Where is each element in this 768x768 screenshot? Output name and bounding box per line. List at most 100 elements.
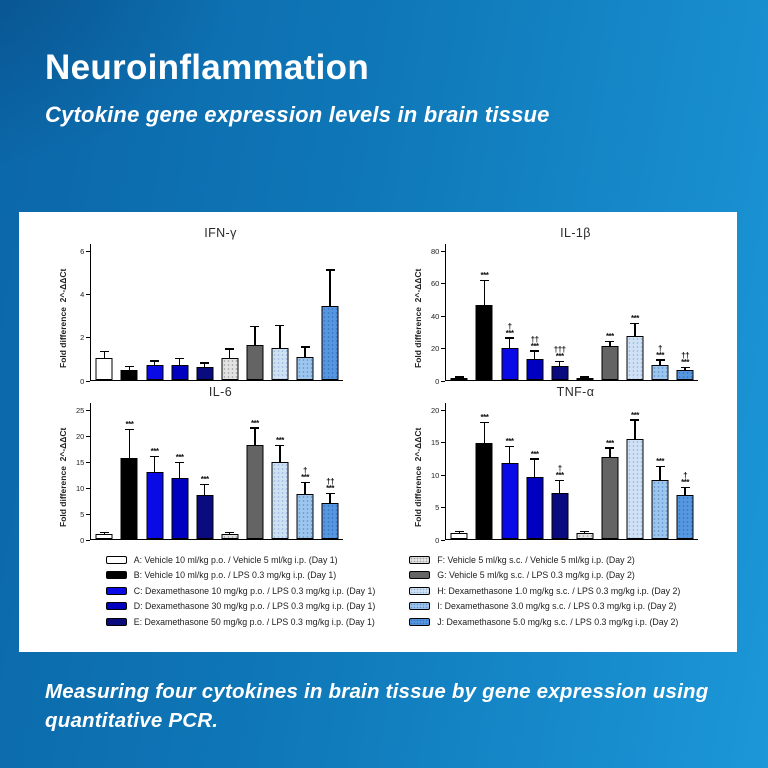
significance-symbol: † xyxy=(658,343,662,353)
error-bar-stem xyxy=(103,351,106,359)
error-bar-stem xyxy=(229,349,231,359)
legend-swatch-G xyxy=(409,571,431,580)
bar-slot-J: †*** xyxy=(673,403,697,539)
y-tick-label: 60 xyxy=(430,279,440,288)
bar-H xyxy=(271,462,289,539)
significance-symbol: † xyxy=(303,466,307,476)
error-bar-stem xyxy=(153,361,156,365)
bar-slot-A xyxy=(447,244,471,380)
legend-item-F: F: Vehicle 5 ml/kg s.c. / Vehicle 5 ml/k… xyxy=(409,552,680,568)
bar-A xyxy=(450,532,468,539)
bar-slot-H xyxy=(268,244,292,380)
legends: A: Vehicle 10 ml/kg p.o. / Vehicle 5 ml/… xyxy=(37,552,719,630)
y-tick-label: 0 xyxy=(435,535,440,545)
significance-I: *** xyxy=(656,457,664,465)
significance-symbol: †† xyxy=(326,477,335,487)
significance-symbol: † xyxy=(507,321,512,331)
error-bar-cap xyxy=(605,447,615,449)
bar-I xyxy=(296,357,314,380)
bar-slot-A xyxy=(92,403,116,539)
significance-G: *** xyxy=(605,331,614,341)
legend-item-C: C: Dexamethasone 10 mg/kg p.o. / LPS 0.3… xyxy=(105,583,375,599)
significance-D: ††*** xyxy=(530,335,539,351)
error-bar-stem xyxy=(684,488,686,496)
caption-text: Measuring four cytokines in brain tissue… xyxy=(45,680,709,732)
significance-symbol: *** xyxy=(605,331,614,341)
legend-item-I: I: Dexamethasone 3.0 mg/kg s.c. / LPS 0.… xyxy=(409,599,680,615)
error-bar-cap xyxy=(250,427,260,429)
legend-item-E: E: Dexamethasone 50 mg/kg p.o. / LPS 0.3… xyxy=(105,614,376,630)
error-bar-stem xyxy=(153,456,156,473)
legend-day2: F: Vehicle 5 ml/kg s.c. / Vehicle 5 ml/k… xyxy=(409,552,680,630)
bar-slot-A xyxy=(92,244,116,380)
page-subtitle: Cytokine gene expression levels in brain… xyxy=(45,102,550,127)
y-tick-label: 40 xyxy=(430,311,440,321)
error-bar-stem xyxy=(508,447,511,463)
legend-item-B: B: Vehicle 10 ml/kg p.o. / LPS 0.3 mg/kg… xyxy=(105,568,376,584)
error-bar-stem xyxy=(609,448,611,458)
y-tick-label: 0 xyxy=(435,376,440,386)
error-bar-cap xyxy=(630,419,640,421)
page-title: Neuroinflammation xyxy=(45,48,370,87)
bar-G xyxy=(246,445,264,539)
significance-symbol: *** xyxy=(656,350,664,360)
bar-D xyxy=(171,364,189,380)
error-bar-stem xyxy=(533,459,536,478)
significance-symbol: *** xyxy=(605,438,614,448)
error-bar-cap xyxy=(505,446,515,448)
error-bar-stem xyxy=(584,531,586,533)
error-bar-cap xyxy=(530,458,540,460)
bar-G xyxy=(601,345,619,380)
significance-symbol: *** xyxy=(530,341,539,351)
significance-G: *** xyxy=(605,438,614,448)
significance-E: †*** xyxy=(556,465,564,480)
bar-C xyxy=(146,364,164,380)
y-tick-mark xyxy=(441,539,446,541)
error-bar-cap xyxy=(175,358,185,360)
y-tick-label: 10 xyxy=(430,470,440,480)
y-tick-mark xyxy=(441,474,446,476)
y-tick-mark xyxy=(441,348,446,350)
error-bar-stem xyxy=(304,483,306,495)
y-tick-label: 15 xyxy=(75,457,85,467)
error-bar-stem xyxy=(584,377,586,379)
y-tick-mark xyxy=(86,513,91,515)
significance-symbol: *** xyxy=(505,328,514,338)
significance-symbol: *** xyxy=(555,352,564,362)
error-bar-stem xyxy=(204,363,206,367)
bar-C xyxy=(146,472,164,539)
bar-slot-I: †*** xyxy=(648,244,672,380)
legend-label-I: I: Dexamethasone 3.0 mg/kg s.c. / LPS 0.… xyxy=(437,601,677,612)
significance-H: *** xyxy=(631,411,639,419)
bar-J xyxy=(676,495,694,539)
error-bar-cap xyxy=(505,337,515,339)
plot-area-tnf-alpha: *********†************†*** xyxy=(445,403,699,540)
bar-slot-F xyxy=(218,244,242,380)
bar-B xyxy=(475,442,493,539)
significance-symbol: *** xyxy=(200,475,209,485)
bar-G xyxy=(601,457,619,539)
legend-item-D: D: Dexamethasone 30 mg/kg p.o. / LPS 0.3… xyxy=(105,599,375,615)
error-bar-cap xyxy=(325,269,335,271)
bar-J xyxy=(321,306,339,380)
legend-label-A: A: Vehicle 10 ml/kg p.o. / Vehicle 5 ml/… xyxy=(133,554,338,565)
bar-H xyxy=(626,438,644,539)
bar-D xyxy=(171,478,189,539)
error-bar-stem xyxy=(609,341,611,346)
legend-label-H: H: Dexamethasone 1.0 mg/kg s.c. / LPS 0.… xyxy=(437,585,681,596)
significance-E: †††*** xyxy=(554,346,566,362)
bar-slot-H: *** xyxy=(268,403,292,539)
significance-I: †*** xyxy=(656,343,664,360)
legend-label-E: E: Dexamethasone 50 mg/kg p.o. / LPS 0.3… xyxy=(133,616,375,627)
significance-C: *** xyxy=(506,438,514,446)
error-bar-stem xyxy=(304,347,306,358)
error-bar-stem xyxy=(204,485,206,495)
bar-B xyxy=(120,370,138,380)
bar-B xyxy=(475,305,493,380)
